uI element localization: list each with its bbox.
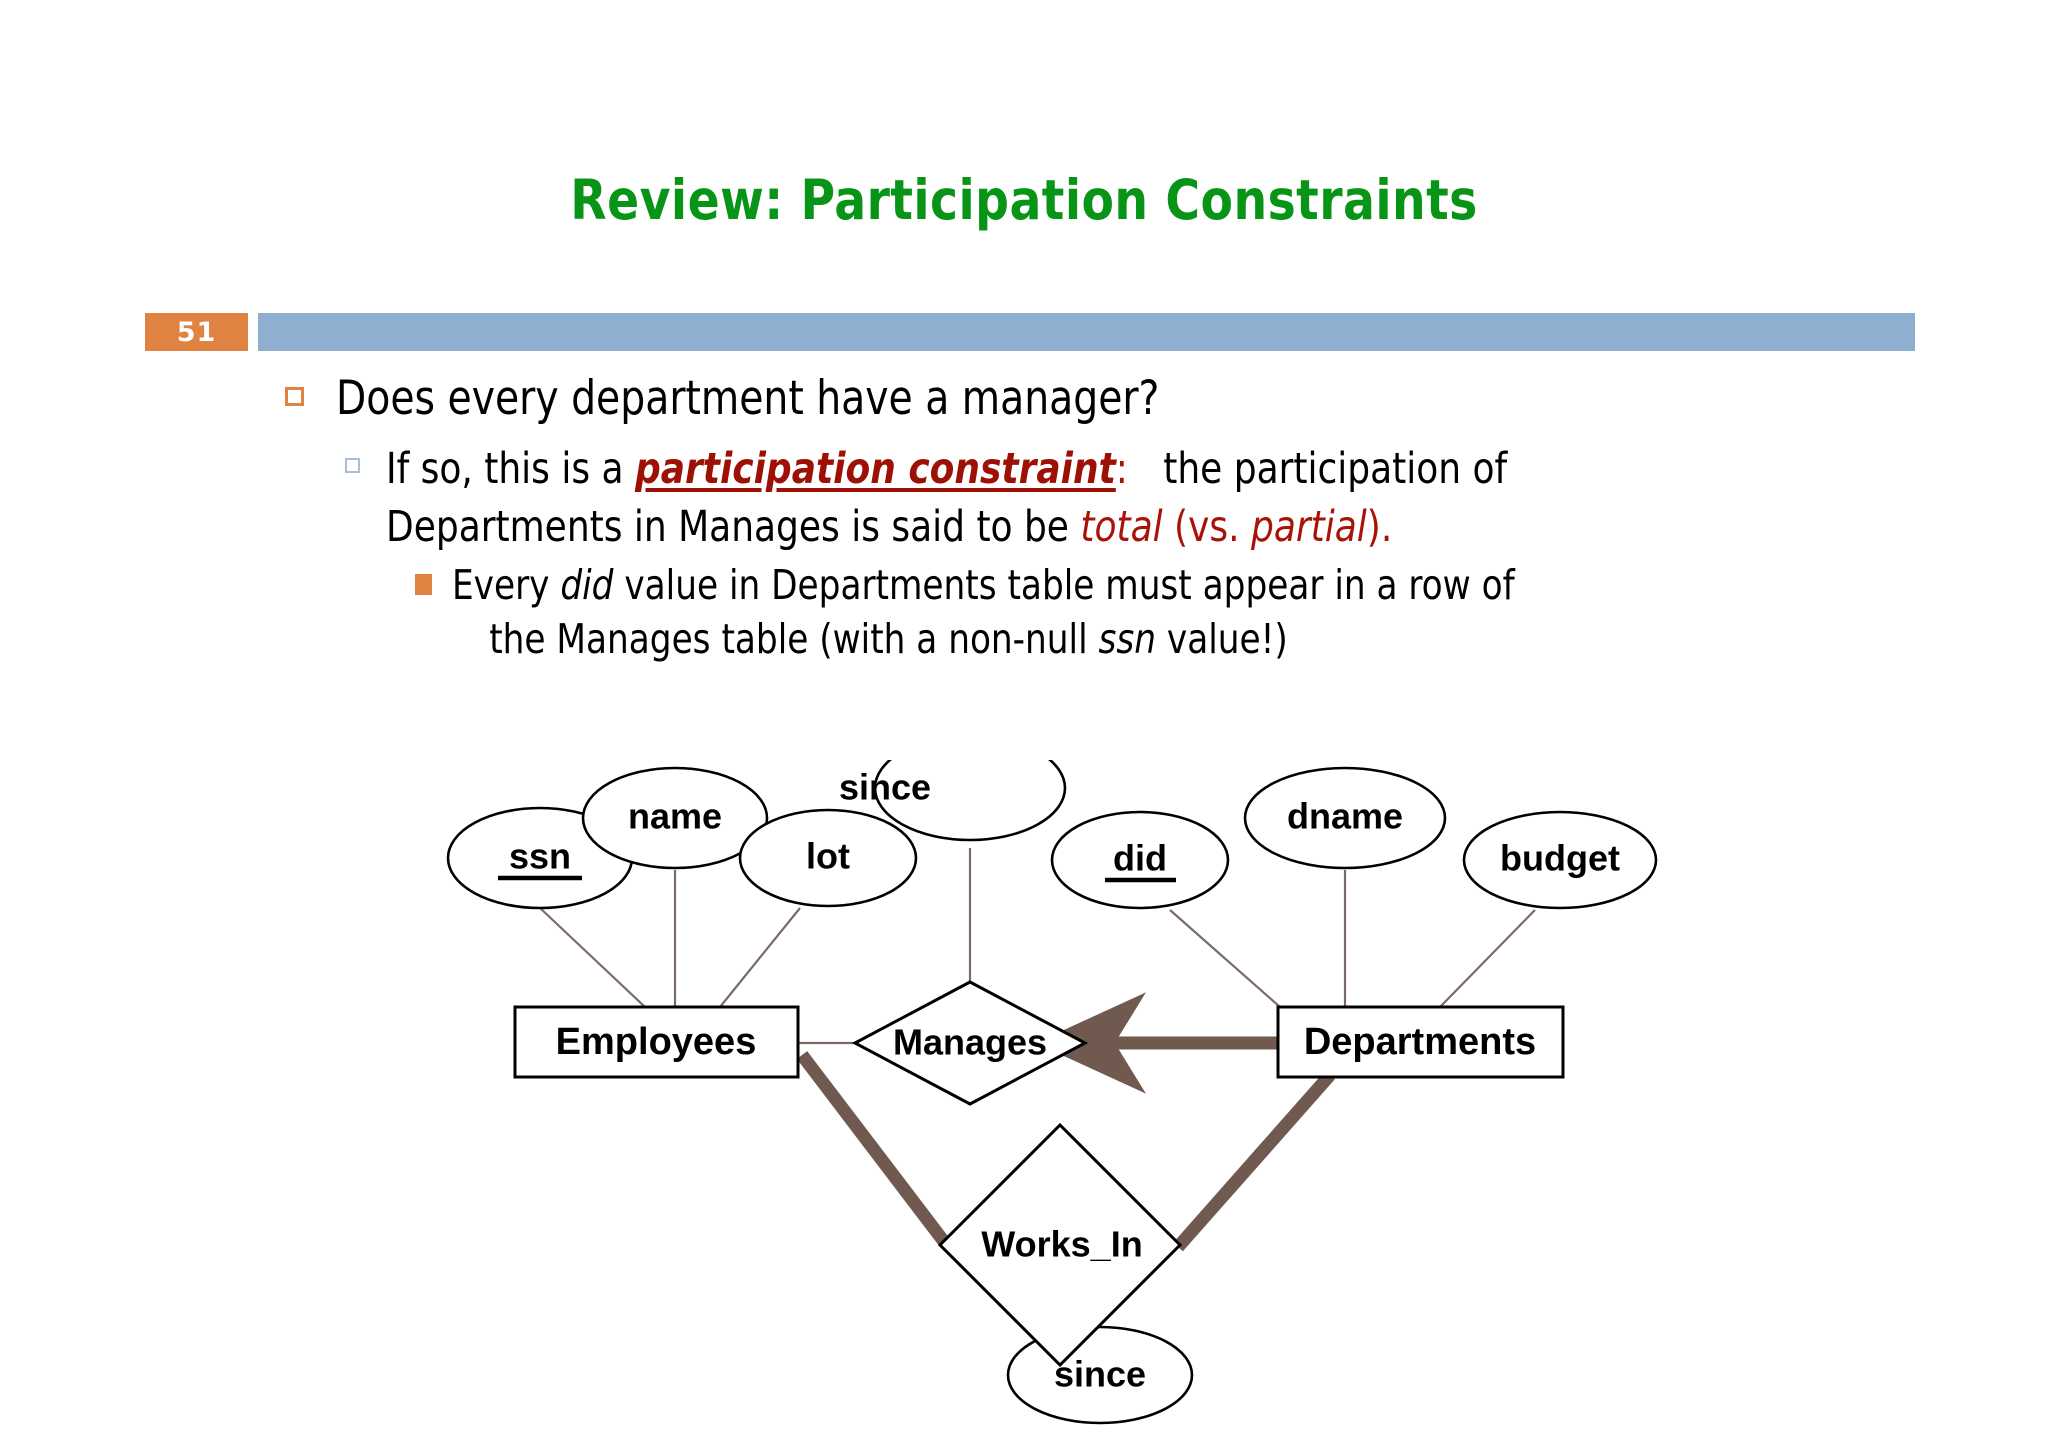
edge-budget-departments (1439, 909, 1536, 1008)
attribute-name[interactable] (581, 766, 769, 870)
text-if-so: If so, this is a (386, 444, 635, 494)
attribute-dname[interactable] (1243, 766, 1447, 870)
attribute-lot-label: lot (806, 836, 850, 877)
edge-did-departments (1169, 909, 1281, 1008)
attribute-did[interactable] (1050, 810, 1230, 910)
bullet-level-3: Every did value in Departments table mus… (415, 558, 2048, 666)
header-bar: 51 (145, 313, 1915, 351)
text-vs: (vs. (1162, 502, 1251, 552)
bullet-marker-filled-square-icon (415, 574, 432, 595)
attribute-budget-label: budget (1500, 838, 1620, 879)
participation-edges (796, 992, 1335, 1252)
attribute-ssn-label: ssn (509, 836, 571, 877)
term-ssn: ssn (1098, 615, 1157, 663)
text-close-paren: ). (1366, 502, 1393, 552)
slide-body: Does every department have a manager? If… (0, 368, 2048, 668)
text-the-participation-of: the participation of (1163, 444, 1508, 494)
attribute-name-label: name (628, 796, 722, 837)
attribute-since-manages-label: since (839, 767, 931, 808)
text-departments-in-manages: Departments in Manages is said to be (386, 502, 1081, 552)
entity-employees[interactable] (513, 1005, 800, 1079)
text-value-in-departments: value in Departments table must appear i… (613, 561, 1515, 609)
attribute-dname-label: dname (1287, 796, 1403, 837)
attribute-budget[interactable] (1462, 810, 1658, 910)
page-number-badge: 51 (145, 313, 248, 351)
text-value-excl: value!) (1156, 615, 1288, 663)
attribute-since-worksin-label: since (1054, 1354, 1146, 1395)
text-colon: : (1115, 444, 1128, 494)
page-title: Review: Participation Constraints (570, 168, 1478, 232)
edge-departments-worksin-thick (1173, 1070, 1335, 1252)
entity-employees-label: Employees (556, 1021, 757, 1063)
attribute-lot[interactable] (738, 808, 918, 908)
text-manages-table: the Manages table (with a non-null (489, 615, 1099, 663)
attribute-nodes (446, 734, 1658, 1425)
term-total: total (1080, 502, 1163, 552)
relationship-manages[interactable] (851, 980, 1089, 1106)
bullet-level-1: Does every department have a manager? (285, 368, 2048, 430)
header-rule (258, 313, 1915, 351)
edge-employees-worksin-thick (796, 1051, 951, 1247)
bullet-marker-square-blue-icon (345, 458, 360, 473)
attribute-connectors (539, 848, 1536, 1329)
bullet-level-1-text: Does every department have a manager? (336, 371, 1160, 426)
term-partial: partial (1250, 502, 1367, 552)
er-diagram: ssn name lot since did dname budget sinc… (440, 734, 1960, 1440)
term-did: did (560, 561, 614, 609)
bullet-level-3-text: Every did value in Departments table mus… (452, 558, 1515, 666)
relationship-works-in-label: Works_In (981, 1224, 1142, 1265)
entity-departments[interactable] (1276, 1005, 1565, 1079)
edge-ssn-employees (539, 907, 646, 1008)
bullet-level-2: If so, this is a participation constrain… (345, 440, 2048, 556)
bullet-level-2-text: If so, this is a participation constrain… (386, 440, 1507, 556)
edge-lot-employees (719, 907, 801, 1008)
entity-departments-label: Departments (1304, 1021, 1536, 1063)
relationship-manages-label: Manages (893, 1022, 1047, 1063)
attribute-did-label: did (1113, 838, 1167, 879)
relationship-works-in[interactable] (937, 1122, 1183, 1368)
text-every: Every (452, 561, 561, 609)
term-participation-constraint: participation constraint (634, 444, 1116, 494)
bullet-marker-square-icon (285, 387, 304, 406)
